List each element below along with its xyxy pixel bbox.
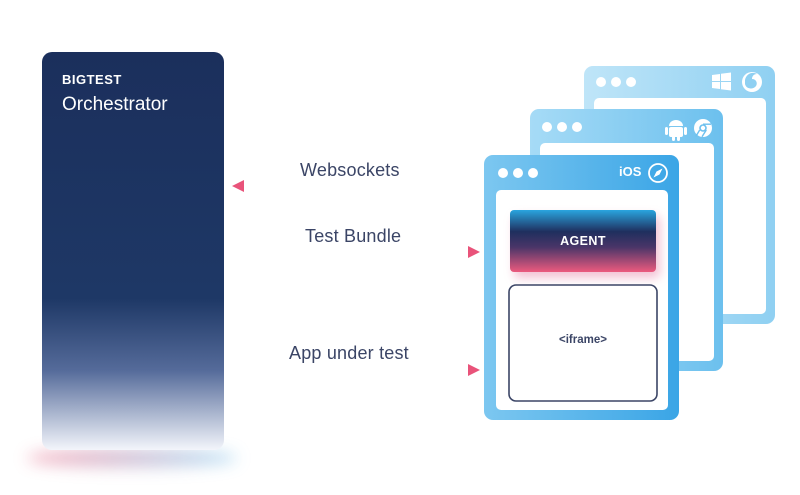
browser-window-ios [484,155,679,420]
agent-label: AGENT [560,234,606,248]
agent-box [510,210,656,272]
orchestrator-title: Orchestrator [62,94,168,115]
test-bundle-label: Test Bundle [305,226,402,246]
windows-icon [712,72,731,91]
ios-label: iOS [619,164,642,179]
websockets-arrow [232,180,478,192]
panel-glow [27,449,237,467]
android-icon [665,120,687,141]
app-under-test-arrow [232,364,480,376]
websockets-label: Websockets [300,160,400,180]
iframe-label: <iframe> [559,334,607,346]
firefox-icon [742,72,762,92]
safari-icon [648,163,668,183]
orchestrator-panel [42,52,224,450]
scan-lines [58,130,213,423]
chrome-icon [694,119,712,138]
orchestrator-brand: BIGTEST [62,72,122,87]
iframe-box [508,284,658,402]
test-bundle-arrow [232,246,480,258]
app-under-test-label: App under test [289,343,409,363]
